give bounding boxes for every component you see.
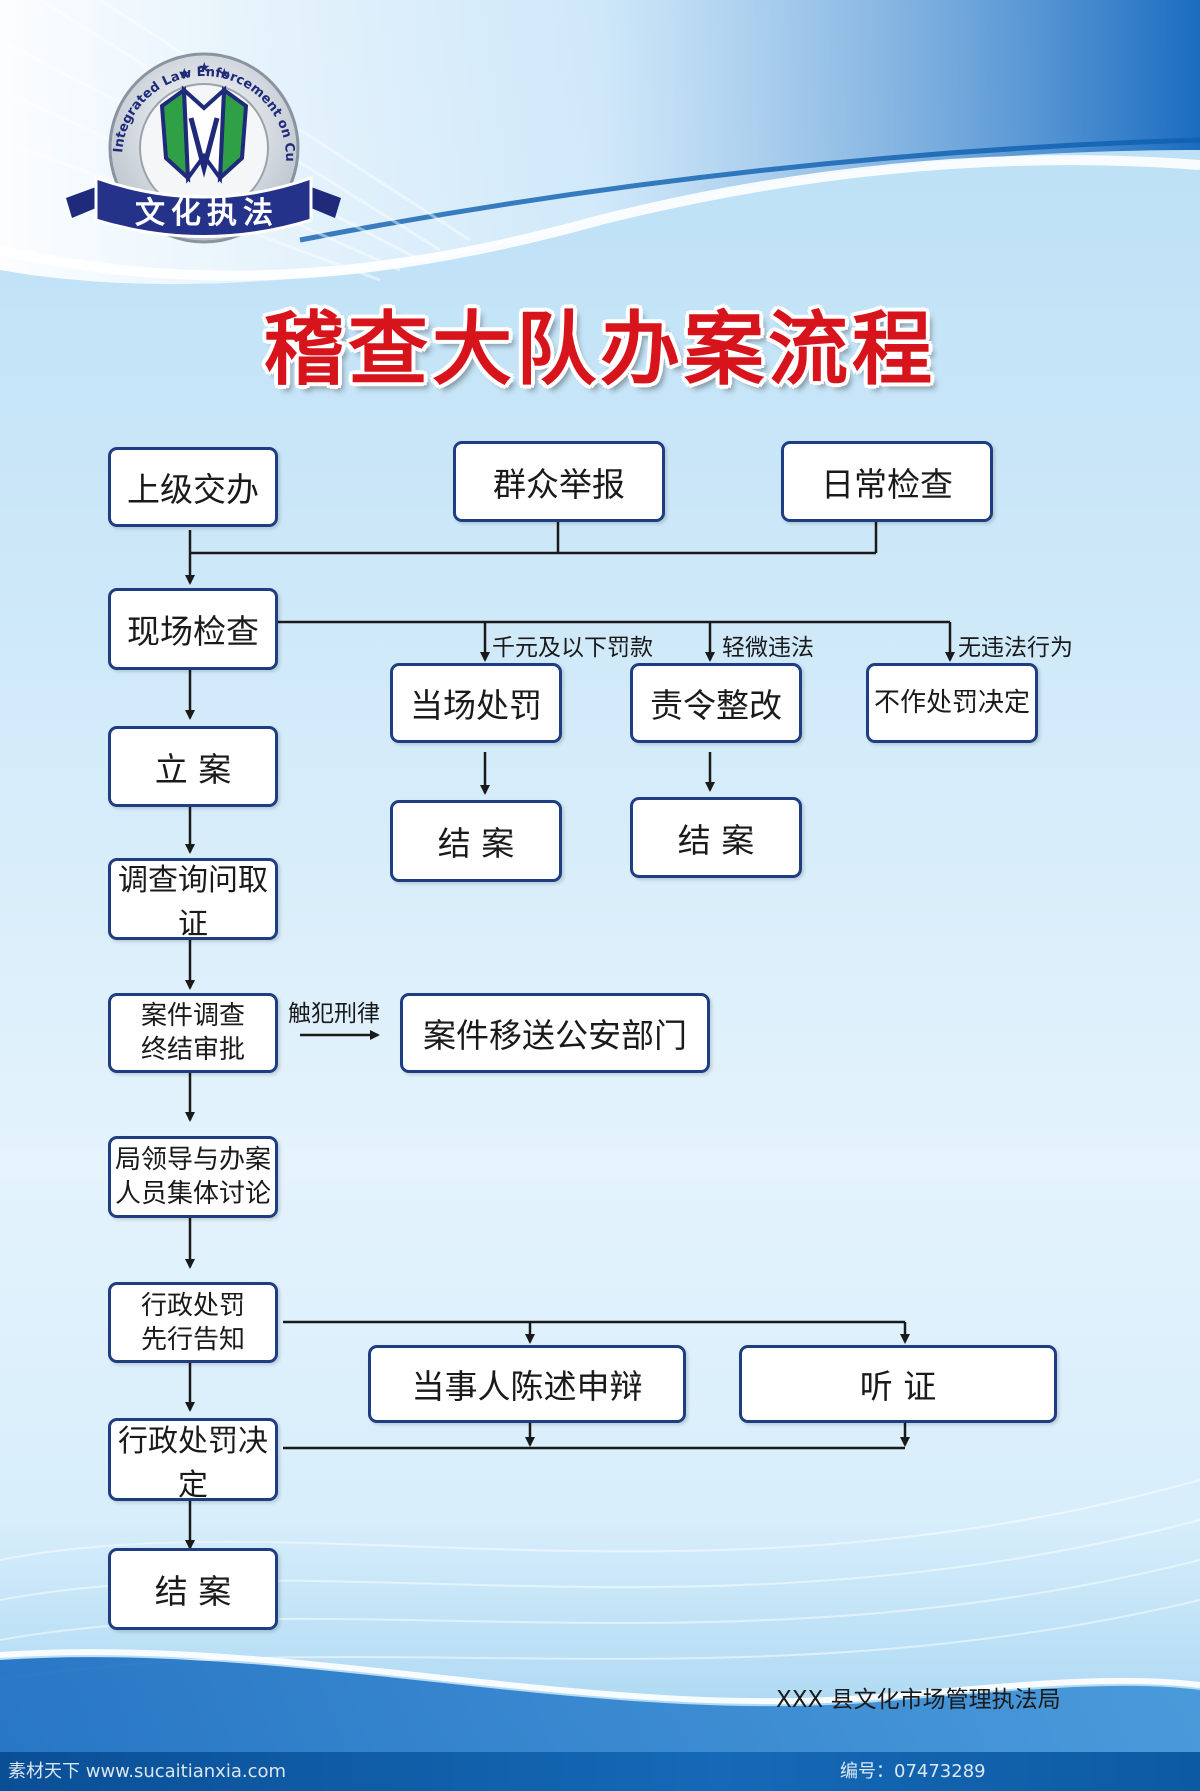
edge-label-minor-fine: 千元及以下罚款 — [492, 635, 653, 661]
node-statement-defense: 当事人陈述申辩 — [368, 1345, 686, 1423]
node-penalty-decision: 行政处罚决定 — [108, 1418, 278, 1503]
watermark-bar — [0, 1752, 1200, 1791]
node-close-case-final: 结 案 — [108, 1548, 278, 1630]
node-transfer-police: 案件移送公安部门 — [400, 993, 710, 1073]
logo-banner-text: 文化执法 — [135, 196, 279, 231]
node-order-correction: 责令整改 — [630, 663, 802, 743]
node-collective-discussion: 局领导与办案 人员集体讨论 — [108, 1136, 278, 1218]
watermark-id: 编号：07473289 — [840, 1761, 986, 1782]
watermark-site: 素材天下 www.sucaitianxia.com — [8, 1761, 287, 1782]
node-hearing: 听 证 — [739, 1345, 1057, 1423]
svg-text:★: ★ — [218, 66, 231, 82]
edge-label-criminal: 触犯刑律 — [288, 1001, 380, 1027]
node-file-case: 立 案 — [108, 726, 278, 807]
node-close-case-2: 结 案 — [630, 797, 802, 878]
issuing-organization: XXX 县文化市场管理执法局 — [776, 1687, 1061, 1713]
culture-enforcement-logo: ★ ★ ★ Integrated Law Enforcement on Cult… — [66, 48, 341, 248]
page-title: 稽查大队办案流程 — [264, 302, 936, 396]
node-pre-notice: 行政处罚 先行告知 — [108, 1282, 278, 1363]
node-close-case-1: 结 案 — [390, 800, 562, 882]
shield-emblem-icon: ★ ★ ★ Integrated Law Enforcement on Cult… — [66, 48, 341, 244]
edge-label-minor-violation: 轻微违法 — [722, 635, 814, 661]
node-investigation: 调查询问取证 — [108, 858, 278, 942]
node-superior-assign: 上级交办 — [108, 447, 278, 527]
svg-text:★: ★ — [178, 66, 191, 82]
node-investigation-end: 案件调查 终结审批 — [108, 993, 278, 1073]
node-public-report: 群众举报 — [453, 441, 665, 522]
node-site-inspection: 现场检查 — [108, 588, 278, 670]
svg-text:★: ★ — [198, 60, 211, 76]
node-no-penalty: 不作处罚决定 — [866, 663, 1038, 743]
node-on-site-penalty: 当场处罚 — [390, 663, 562, 743]
edge-label-no-violation: 无违法行为 — [958, 635, 1073, 661]
node-routine-check: 日常检查 — [781, 441, 993, 522]
